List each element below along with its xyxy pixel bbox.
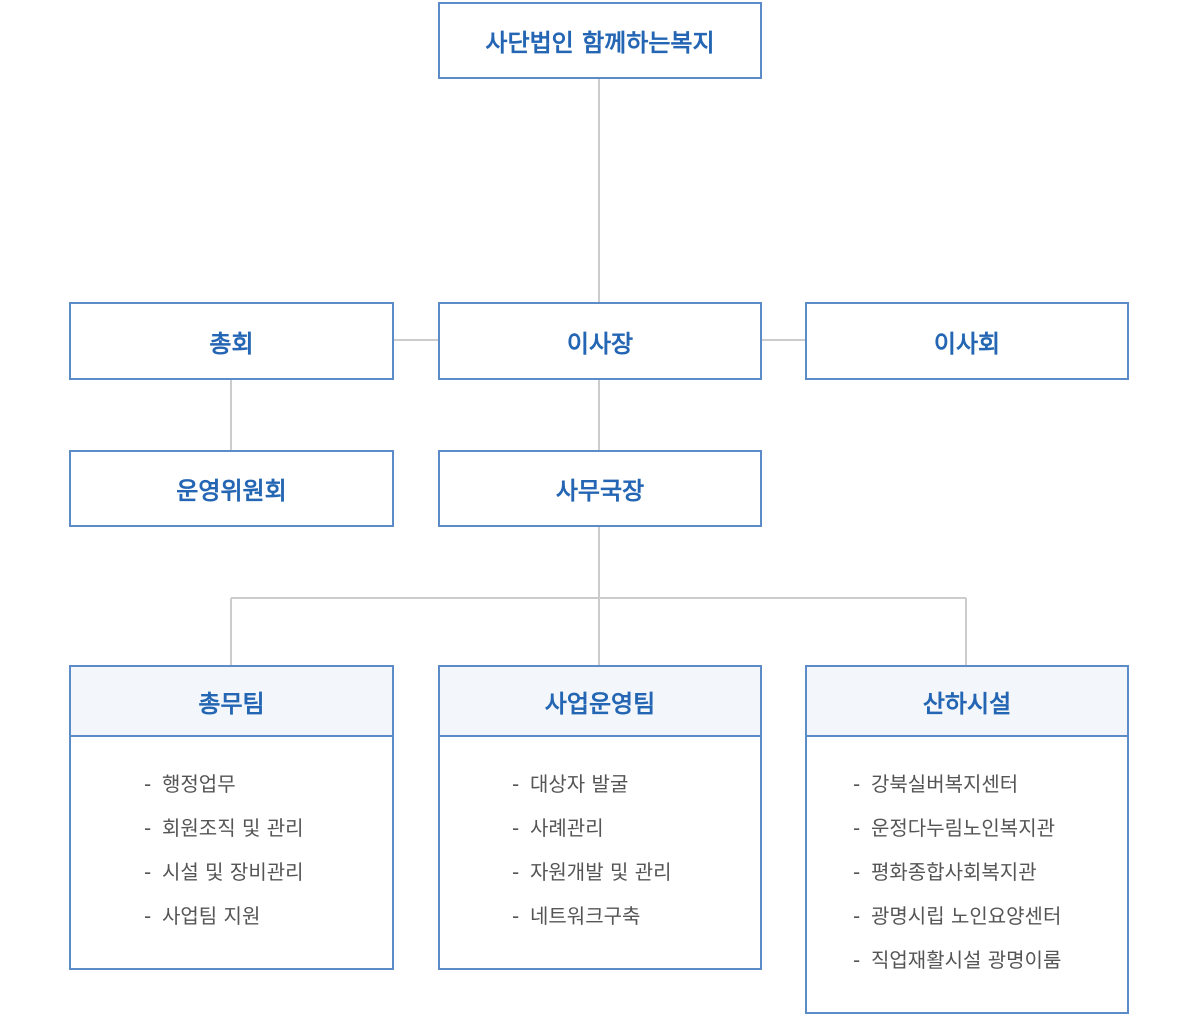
team-item-text: 대상자 발굴 xyxy=(530,772,629,796)
team-item-text: 평화종합사회복지관 xyxy=(871,860,1037,884)
secretary-general-label: 사무국장 xyxy=(555,477,645,505)
team-name: 사업운영팀 xyxy=(544,689,656,718)
team-item: -네트워크구축 xyxy=(512,903,672,947)
item-bullet: - xyxy=(144,904,152,928)
team-item: -자원개발 및 관리 xyxy=(512,859,672,903)
team-item-text: 운정다누림노인복지관 xyxy=(871,816,1055,840)
team-item-text: 회원조직 및 관리 xyxy=(162,816,304,840)
item-bullet: - xyxy=(853,816,861,840)
item-bullet: - xyxy=(853,904,861,928)
team-item: -광명시립 노인요양센터 xyxy=(853,903,1061,947)
item-bullet: - xyxy=(144,772,152,796)
team-item-text: 광명시립 노인요양센터 xyxy=(871,904,1062,928)
team-item: -회원조직 및 관리 xyxy=(144,815,304,859)
general-assembly-label: 총회 xyxy=(209,329,254,358)
chairman-label: 이사장 xyxy=(566,329,634,358)
item-bullet: - xyxy=(853,772,861,796)
team-item-list: -강북실버복지센터 -운정다누림노인복지관 -평화종합사회복지관 -광명시립 노… xyxy=(853,771,1061,991)
team-header: 사업운영팀 xyxy=(440,667,760,737)
item-bullet: - xyxy=(512,904,520,928)
item-bullet: - xyxy=(512,772,520,796)
team-item: -운정다누림노인복지관 xyxy=(853,815,1061,859)
team-item-text: 직업재활시설 광명이룸 xyxy=(871,948,1062,972)
item-bullet: - xyxy=(853,860,861,884)
item-bullet: - xyxy=(512,860,520,884)
operating-committee-box: 운영위원회 xyxy=(69,450,394,527)
item-bullet: - xyxy=(512,816,520,840)
team-item: -강북실버복지센터 xyxy=(853,771,1061,815)
team-item: -직업재활시설 광명이룸 xyxy=(853,947,1061,991)
team-name: 산하시설 xyxy=(922,689,1012,718)
operating-committee-label: 운영위원회 xyxy=(176,477,287,505)
chairman-box: 이사장 xyxy=(438,302,762,380)
team-box-business-operations: 사업운영팀 -대상자 발굴 -사례관리 -자원개발 및 관리 -네트워크구축 xyxy=(438,665,762,970)
team-item-text: 자원개발 및 관리 xyxy=(530,860,672,884)
root-org-name: 사단법인 함께하는복지 xyxy=(485,29,715,57)
root-org-box: 사단법인 함께하는복지 xyxy=(438,2,762,79)
board-box: 이사회 xyxy=(805,302,1129,380)
team-item-text: 네트워크구축 xyxy=(530,904,641,928)
team-item: -행정업무 xyxy=(144,771,304,815)
item-bullet: - xyxy=(853,948,861,972)
team-header: 산하시설 xyxy=(807,667,1127,737)
team-header: 총무팀 xyxy=(71,667,392,737)
item-bullet: - xyxy=(144,860,152,884)
team-item-text: 시설 및 장비관리 xyxy=(162,860,304,884)
team-item-list: -대상자 발굴 -사례관리 -자원개발 및 관리 -네트워크구축 xyxy=(512,771,672,947)
team-item: -사업팀 지원 xyxy=(144,903,304,947)
secretary-general-box: 사무국장 xyxy=(438,450,762,527)
team-item-text: 강북실버복지센터 xyxy=(871,772,1019,796)
team-item: -대상자 발굴 xyxy=(512,771,672,815)
team-item: -시설 및 장비관리 xyxy=(144,859,304,903)
team-item-text: 행정업무 xyxy=(162,772,236,796)
team-item: -평화종합사회복지관 xyxy=(853,859,1061,903)
general-assembly-box: 총회 xyxy=(69,302,394,380)
board-label: 이사회 xyxy=(933,329,1001,358)
team-item-text: 사업팀 지원 xyxy=(162,904,261,928)
team-box-general-affairs: 총무팀 -행정업무 -회원조직 및 관리 -시설 및 장비관리 -사업팀 지원 xyxy=(69,665,394,970)
team-item-list: -행정업무 -회원조직 및 관리 -시설 및 장비관리 -사업팀 지원 xyxy=(144,771,304,947)
team-name: 총무팀 xyxy=(198,689,265,718)
item-bullet: - xyxy=(144,816,152,840)
team-item-text: 사례관리 xyxy=(530,816,604,840)
team-box-affiliated-facilities: 산하시설 -강북실버복지센터 -운정다누림노인복지관 -평화종합사회복지관 -광… xyxy=(805,665,1129,1014)
team-item: -사례관리 xyxy=(512,815,672,859)
